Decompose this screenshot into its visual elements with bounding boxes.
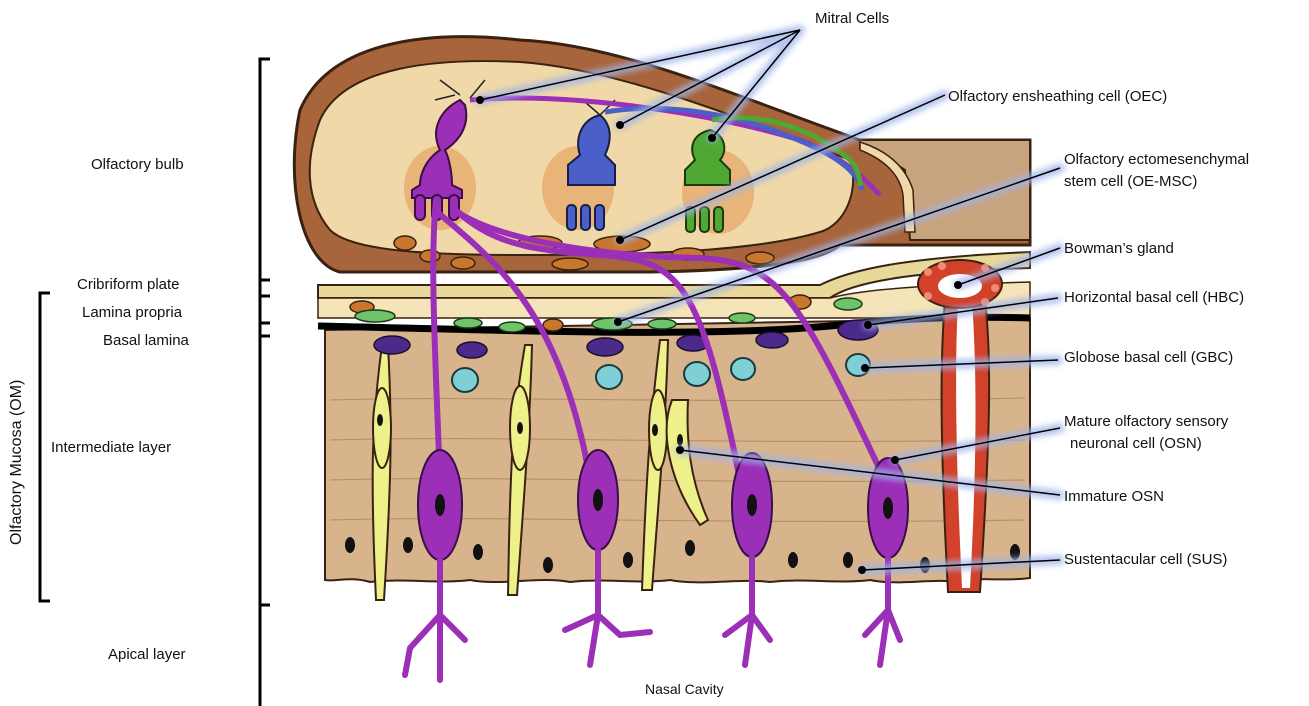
label-osn-1: Mature olfactory sensory bbox=[1064, 412, 1228, 431]
label-hbc: Horizontal basal cell (HBC) bbox=[1064, 288, 1244, 307]
label-osn-2: neuronal cell (OSN) bbox=[1070, 434, 1202, 453]
label-sus: Sustentacular cell (SUS) bbox=[1064, 550, 1227, 569]
label-nasal-cavity: Nasal Cavity bbox=[645, 680, 724, 699]
label-olfactory-mucosa: Olfactory Mucosa (OM) bbox=[8, 380, 26, 545]
label-apical-layer: Apical layer bbox=[108, 645, 186, 664]
label-basal-lamina: Basal lamina bbox=[103, 331, 189, 350]
label-immature-osn: Immature OSN bbox=[1064, 487, 1164, 506]
label-lamina-propria: Lamina propria bbox=[82, 303, 182, 322]
label-oe-msc-1: Olfactory ectomesenchymal bbox=[1064, 150, 1249, 169]
label-olfactory-bulb: Olfactory bulb bbox=[91, 155, 184, 174]
label-oe-msc-2: stem cell (OE-MSC) bbox=[1064, 172, 1197, 191]
label-bowmans-gland: Bowman’s gland bbox=[1064, 239, 1174, 258]
mitral-cell-green bbox=[685, 130, 730, 232]
label-cribriform-plate: Cribriform plate bbox=[77, 275, 180, 294]
label-mitral-cells: Mitral Cells bbox=[815, 9, 889, 28]
label-gbc: Globose basal cell (GBC) bbox=[1064, 348, 1233, 367]
label-oec: Olfactory ensheathing cell (OEC) bbox=[948, 87, 1167, 106]
label-intermediate-layer: Intermediate layer bbox=[51, 438, 171, 457]
